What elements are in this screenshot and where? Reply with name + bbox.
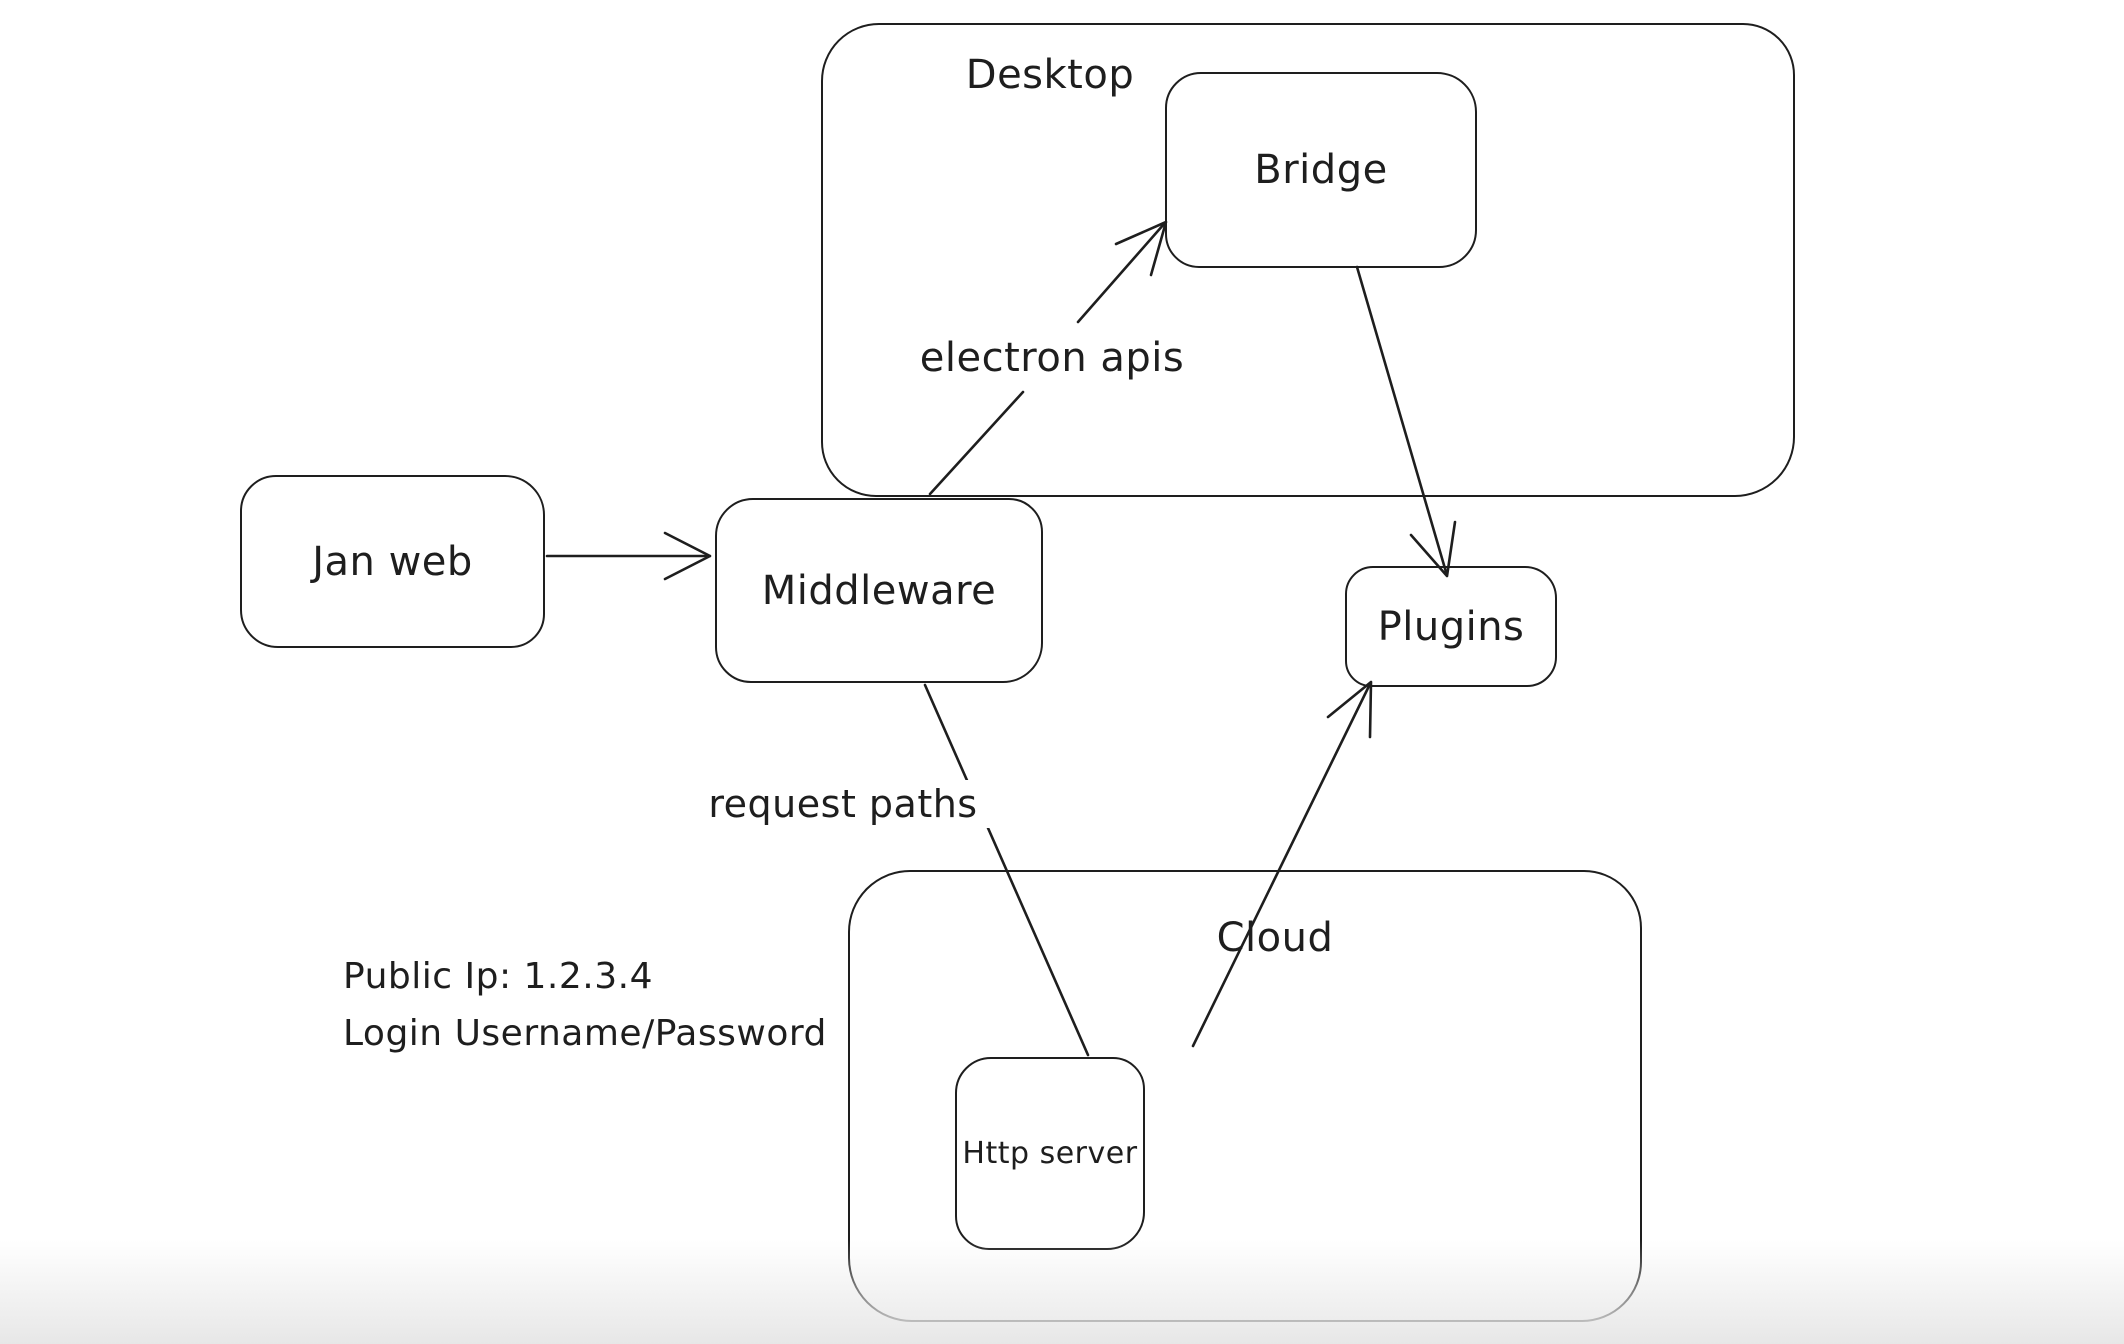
edge-label-request-paths: request paths (693, 780, 993, 828)
edge-label-electron-apis: electron apis (902, 333, 1202, 383)
node-middleware-label: Middleware (761, 567, 997, 614)
node-plugins-label: Plugins (1377, 603, 1525, 650)
node-bridge: Bridge (1165, 72, 1477, 268)
node-jan-web-label: Jan web (312, 538, 473, 585)
arrow-middleware-to-bridge (928, 220, 1168, 496)
desktop-container-box (821, 23, 1795, 497)
node-jan-web: Jan web (240, 475, 545, 648)
cloud-container-label: Cloud (1216, 915, 1334, 961)
login-note-line: Login Username/Password (343, 1013, 827, 1054)
arrow-janweb-to-middleware (545, 531, 712, 581)
credentials-note: Public Ip: 1.2.3.4 Login Username/Passwo… (343, 948, 827, 1062)
node-http-server: Http server (955, 1057, 1145, 1250)
desktop-container-label: Desktop (965, 52, 1135, 98)
node-middleware: Middleware (715, 498, 1043, 683)
node-plugins: Plugins (1345, 566, 1557, 687)
node-bridge-label: Bridge (1254, 147, 1388, 193)
node-http-server-label: Http server (962, 1135, 1138, 1171)
arrow-httpserver-to-plugins (1191, 680, 1373, 1048)
public-ip-note-line: Public Ip: 1.2.3.4 (343, 956, 653, 997)
